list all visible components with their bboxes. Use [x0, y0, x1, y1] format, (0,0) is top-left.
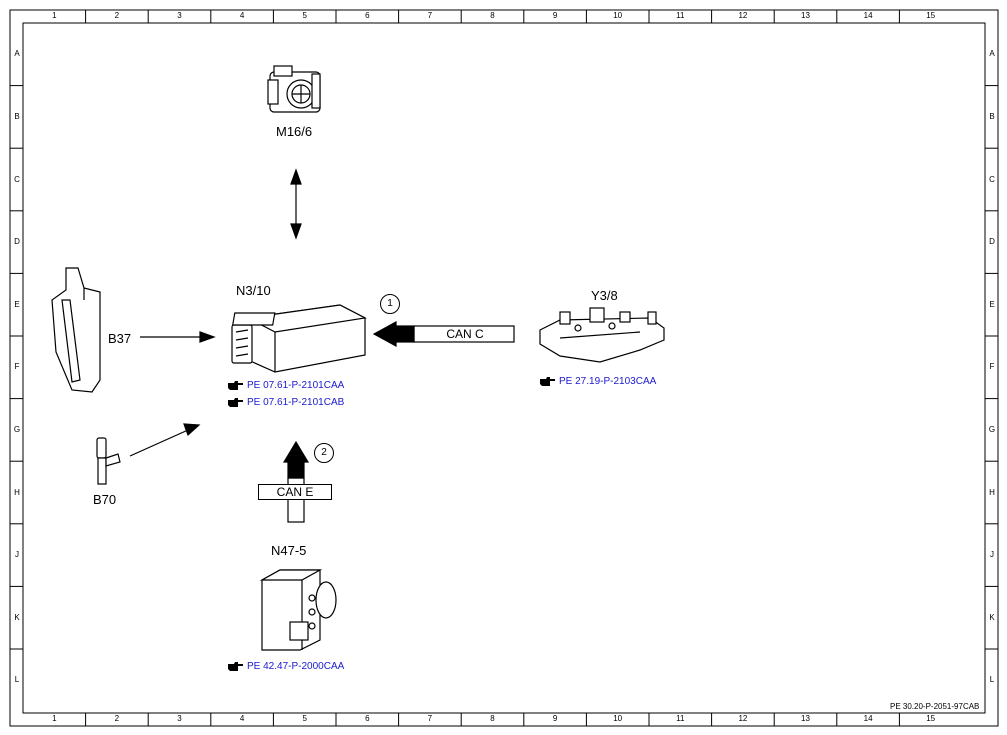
- grid-row-label: G: [13, 424, 21, 434]
- grid-column-label: 11: [676, 11, 685, 20]
- grid-ticks: [10, 10, 998, 726]
- grid-column-label: 2: [114, 714, 120, 723]
- grid-row-label: J: [15, 550, 19, 560]
- grid-row-label: H: [14, 487, 20, 497]
- grid-column-label: 15: [926, 714, 936, 723]
- transmission-control-drawing: [539, 307, 665, 363]
- grid-row-label: C: [989, 174, 995, 184]
- grid-column-label: 13: [801, 714, 810, 723]
- grid-column-label: 9: [552, 11, 558, 20]
- grid-row-label: F: [14, 362, 20, 372]
- grid-row-label: A: [14, 49, 20, 59]
- bidirectional-arrow: [290, 168, 302, 240]
- control-unit-drawing: [231, 304, 367, 373]
- label-b70: B70: [93, 492, 117, 507]
- pointing-hand-icon: [540, 377, 555, 386]
- grid-column-label: 10: [613, 11, 623, 20]
- grid-column-label: 12: [738, 11, 748, 20]
- arrow-b70-to-ecu: [129, 423, 201, 457]
- grid-row-label: J: [990, 550, 994, 560]
- grid-column-label: 14: [863, 11, 873, 20]
- grid-row-label: E: [989, 299, 995, 309]
- throttle-actuator-drawing: [267, 65, 321, 113]
- label-n47-5: N47-5: [271, 543, 307, 558]
- ref-link-n47-5[interactable]: PE 42.47-P-2000CAA: [228, 661, 344, 672]
- sensor-b70-drawing: [96, 437, 121, 485]
- label-y3-8: Y3/8: [591, 288, 618, 303]
- grid-row-label: D: [989, 237, 995, 247]
- ref-link-text[interactable]: PE 42.47-P-2000CAA: [247, 661, 345, 672]
- grid-row-label: G: [988, 424, 996, 434]
- grid-column-label: 5: [302, 11, 307, 20]
- pointing-hand-icon: [228, 398, 243, 407]
- grid-column-label: 7: [427, 714, 433, 723]
- grid-column-label: 10: [613, 714, 623, 723]
- grid-column-label: 8: [490, 11, 495, 20]
- grid-column-label: 15: [926, 11, 936, 20]
- grid-column-label: 2: [114, 11, 120, 20]
- grid-column-label: 7: [427, 11, 433, 20]
- grid-column-label: 4: [239, 714, 245, 723]
- grid-column-label: 3: [177, 714, 182, 723]
- ref-link-n3-10-b[interactable]: PE 07.61-P-2101CAB: [228, 397, 344, 408]
- grid-column-label: 9: [552, 714, 558, 723]
- grid-column-label: 4: [239, 11, 245, 20]
- grid-row-label: K: [14, 612, 20, 622]
- grid-row-label: F: [989, 362, 995, 372]
- grid-column-label: 6: [365, 11, 370, 20]
- ref-link-text[interactable]: PE 27.19-P-2103CAA: [559, 376, 657, 387]
- arrow-b37-to-ecu: [140, 331, 216, 343]
- grid-column-label: 11: [676, 714, 685, 723]
- ref-link-n3-10-a[interactable]: PE 07.61-P-2101CAA: [228, 380, 344, 391]
- grid-row-label: K: [989, 612, 995, 622]
- marker-1: 1: [380, 294, 400, 314]
- inner-frame: [22, 22, 986, 714]
- pointing-hand-icon: [228, 662, 243, 671]
- grid-row-label: C: [14, 174, 20, 184]
- grid-column-label: 5: [302, 714, 307, 723]
- grid-column-label: 1: [52, 714, 57, 723]
- document-id: PE 30.20-P-2051-97CAB: [890, 702, 980, 711]
- bus-label-can-c: CAN C: [446, 327, 484, 341]
- bus-label-can-e: CAN E: [258, 484, 332, 500]
- grid-row-label: A: [989, 49, 995, 59]
- outer-frame: [9, 9, 999, 727]
- ref-link-y3-8[interactable]: PE 27.19-P-2103CAA: [540, 376, 656, 387]
- accelerator-pedal-drawing: [51, 267, 101, 393]
- ref-link-text[interactable]: PE 07.61-P-2101CAA: [247, 380, 345, 391]
- grid-row-label: L: [14, 675, 20, 685]
- grid-row-label: E: [14, 299, 20, 309]
- can-e-arrow: [282, 440, 310, 523]
- grid-column-label: 13: [801, 11, 810, 20]
- can-c-arrow: [372, 320, 515, 348]
- grid-column-label: 1: [52, 11, 57, 20]
- ref-link-text[interactable]: PE 07.61-P-2101CAB: [247, 397, 345, 408]
- grid-row-label: D: [14, 237, 20, 247]
- grid-row-label: B: [989, 111, 995, 121]
- grid-column-label: 14: [863, 714, 873, 723]
- esp-unit-drawing: [259, 569, 337, 651]
- grid-column-label: 6: [365, 714, 370, 723]
- pointing-hand-icon: [228, 381, 243, 390]
- label-n3-10: N3/10: [236, 283, 271, 298]
- grid-row-label: B: [14, 111, 20, 121]
- grid-column-label: 8: [490, 714, 495, 723]
- grid-column-label: 3: [177, 11, 182, 20]
- grid-row-label: H: [989, 487, 995, 497]
- label-b37: B37: [108, 331, 132, 346]
- grid-row-label: L: [989, 675, 995, 685]
- grid-column-label: 12: [738, 714, 748, 723]
- marker-2: 2: [314, 443, 334, 463]
- label-m16-6: M16/6: [276, 124, 313, 139]
